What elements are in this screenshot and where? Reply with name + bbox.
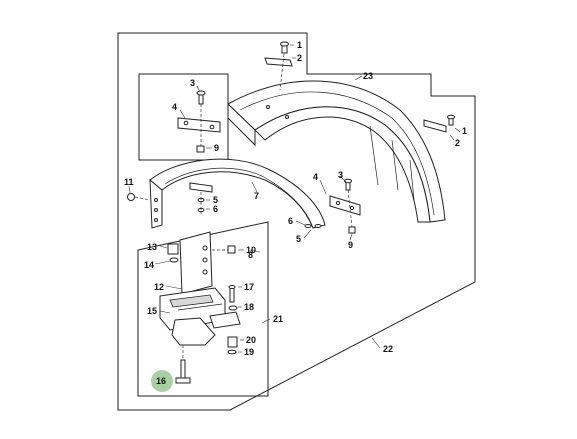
callout-5-center: 5 xyxy=(213,195,218,205)
callout-10: 10 xyxy=(246,245,256,255)
callout-2-top: 2 xyxy=(297,53,302,63)
callout-3-upper: 3 xyxy=(190,78,195,88)
callout-2-right: 2 xyxy=(455,138,460,148)
callout-9-upper: 9 xyxy=(214,143,219,153)
callout-3-right: 3 xyxy=(338,170,343,180)
callout-1-right: 1 xyxy=(462,126,467,136)
highlight-circle-16 xyxy=(151,370,173,392)
right-mount-plate xyxy=(423,114,455,133)
callout-20: 20 xyxy=(246,335,256,345)
callout-5-right: 5 xyxy=(296,234,301,244)
leader-lines xyxy=(128,44,461,353)
callout-12: 12 xyxy=(154,282,164,292)
callout-14: 14 xyxy=(144,260,154,270)
callout-17: 17 xyxy=(244,282,254,292)
callout-labels: 1 2 23 3 4 9 1 2 11 7 5 6 4 3 6 5 9 8 13… xyxy=(124,40,467,386)
callout-22: 22 xyxy=(383,344,393,354)
callout-8: 8 xyxy=(248,250,253,260)
callout-6-center: 6 xyxy=(213,204,218,214)
top-mount-plate xyxy=(264,41,293,91)
callout-11: 11 xyxy=(124,177,134,187)
callout-21: 21 xyxy=(273,314,283,324)
outer-assembly-frame xyxy=(117,32,476,411)
callout-23: 23 xyxy=(363,71,373,81)
mount-block-part-15 xyxy=(159,287,241,346)
lower-bracket-part-12 xyxy=(167,231,236,295)
callout-6-right: 6 xyxy=(288,216,293,226)
callout-7: 7 xyxy=(254,191,259,201)
support-arm-part-7 xyxy=(127,158,326,229)
callout-19: 19 xyxy=(244,347,254,357)
callout-4-upper: 4 xyxy=(172,102,177,112)
callout-13: 13 xyxy=(147,242,157,252)
callout-15: 15 xyxy=(147,306,157,316)
center-washers xyxy=(197,192,205,214)
right-bracket-part-4 xyxy=(304,178,361,234)
callout-9-right: 9 xyxy=(348,240,353,250)
lower-subassembly-frame xyxy=(137,221,269,397)
callout-1-top: 1 xyxy=(297,40,302,50)
callout-18: 18 xyxy=(244,302,254,312)
callout-16: 16 xyxy=(156,376,166,386)
fender-part-23 xyxy=(227,80,446,223)
upper-bracket-part-4 xyxy=(177,90,221,153)
hardware-17-20 xyxy=(175,285,238,384)
callout-4-right: 4 xyxy=(313,172,318,182)
